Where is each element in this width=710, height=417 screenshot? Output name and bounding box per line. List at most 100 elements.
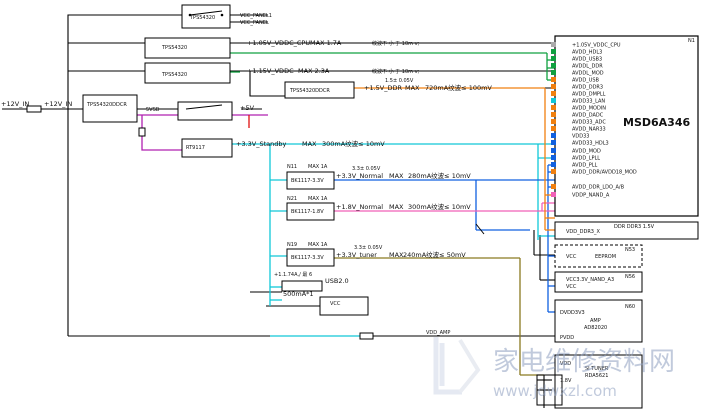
chip-pin-label: AVDDL_MOD: [572, 71, 604, 77]
chip-pin-marker: [551, 98, 556, 103]
blue-wires: [334, 164, 555, 313]
chip-pin-labels: +1.05V_VDDC_CPUAVDD_HDL3AVDD_USB3AVDDL_D…: [572, 43, 637, 199]
rail-7-tol: 3.3± 0.05V: [354, 245, 383, 251]
eeprom-ref: N53: [625, 247, 635, 253]
chip-pin-marker: [551, 162, 556, 167]
chip-pin-marker: [551, 126, 556, 131]
five-v-switch: [177, 101, 233, 121]
rail-7-ripple: 240mA纹波≤ 50mV: [403, 250, 466, 259]
watermark-text: 家电维修资料网: [493, 347, 675, 377]
vdd-amp-label: VDD_AMP: [426, 330, 450, 336]
usb-note: +1.1.74A,/ 最 6: [274, 271, 312, 278]
rail-3-tol: 1.5± 0.05V: [385, 78, 414, 84]
ldo-n11: [286, 171, 335, 190]
input-label-2: +12V_IN: [44, 100, 72, 108]
tuner-text: SI TUNER: [585, 366, 609, 372]
chip-pin-marker: [551, 133, 556, 138]
rail-7-max: MAX: [389, 251, 404, 259]
chip-pin-marker: [551, 192, 556, 197]
chip-ref: N1: [688, 38, 695, 44]
chip-pin-label: AVDD33_HDL3: [572, 141, 609, 147]
rail-2-label: +1.15V_VDDC: [247, 67, 294, 75]
chip-pin-label: AVDD_DMPLL: [572, 92, 606, 98]
chip-pin-marker: [551, 56, 556, 61]
nand-block: [554, 271, 643, 293]
reg-part-ddr: TPS54320DDCR: [289, 88, 330, 94]
chip-pin-marker: [551, 49, 556, 54]
chip-pin-label: AVDD_DDR3: [572, 85, 603, 91]
pink-wires: [334, 202, 555, 212]
vcc-panel1-label: VCC_PANEL1: [240, 13, 272, 19]
chip-pin-label: +1.05V_VDDC_CPU: [572, 43, 621, 49]
five-v-sb-label: 5VSB: [146, 107, 160, 113]
eeprom-sub: EEPROM: [595, 254, 616, 260]
chip-pin-label: AVDD_USB: [572, 78, 600, 84]
chip-pin-label: VDDP_NAND_A: [572, 193, 610, 199]
chip-pin-marker: [551, 184, 556, 189]
chip-pin-label: AVDD_DDR_LDO_A/B: [572, 185, 625, 191]
orange-wires: [354, 87, 555, 231]
chip-pin-marker: [551, 63, 556, 68]
chip-pin-label: AVDDL_DDR: [572, 64, 603, 70]
chip-pin-marker: [551, 105, 556, 110]
input-label: +12V_IN: [1, 100, 29, 108]
ldo-n19-name: N19: [287, 242, 297, 248]
reg-part-1: TPS54320: [189, 15, 215, 21]
amp-fuse: [359, 332, 374, 340]
chip-pin-label: AVDD_HDL3: [572, 50, 602, 56]
reg-part-7: BK1117-1.8V: [291, 209, 324, 215]
chip-pin-label: AVDD_NAR33: [572, 127, 606, 133]
rail-6-ripple: 300mA纹波≤ 10mV: [408, 202, 471, 211]
small-vcc-block: [319, 296, 369, 316]
input-fuse: [26, 105, 42, 113]
tuner-pin-18: 1.8V: [560, 378, 572, 384]
watermark-url: www.jdwxzl.com: [493, 382, 617, 400]
eeprom-block: [554, 244, 643, 268]
ddr-label: VDD_DDR3_X: [566, 229, 600, 235]
eeprom-vcc: VCC: [566, 254, 577, 260]
rail-2-max: MAX 2.3A: [298, 67, 330, 75]
rail-2-note: 纹波不 小 于 10m v;: [372, 68, 420, 75]
nand-sub: VCC3.3V_NAND_A3: [566, 277, 614, 283]
chip-pin-marker: [551, 148, 556, 153]
chip-pin-marker: [551, 112, 556, 117]
rail-6-max: MAX: [389, 203, 404, 211]
reg-part-6: BK1117-3.3V: [291, 178, 324, 184]
chip-pin-marker: [551, 119, 556, 124]
tuner-sub: RDA5621: [585, 373, 608, 379]
amp-pin-pvdd: PVDD: [560, 335, 574, 341]
watermark-logo: [433, 337, 481, 395]
ldo-n11-max: MAX 1A: [308, 164, 328, 170]
chip-pin-marker: [551, 140, 556, 145]
ldo-n19: [286, 248, 335, 267]
five-v-label: +5V: [240, 104, 255, 112]
tuner-block: [554, 354, 643, 409]
rail-6-label: +1.8V_Normal: [336, 203, 383, 211]
chip-pin-marker: [551, 84, 556, 89]
ddr-regulator: [284, 81, 355, 99]
resistor: [138, 127, 146, 137]
reg-part-2: TPS54320: [161, 45, 187, 51]
chip-pin-label: AVDD_PLL: [572, 163, 598, 169]
chip-pin-label: VDD33: [572, 134, 589, 140]
ddr-block: [554, 221, 699, 240]
chip-name: MSD6A346: [623, 116, 690, 129]
rail-switch: [475, 223, 485, 235]
chip-pin-label: AVDD_USB3: [572, 57, 602, 63]
vddc-cpu-regulator: [144, 37, 231, 59]
panel-switch: [181, 4, 231, 29]
amp-text: AMP: [590, 318, 601, 324]
tuner-bracket: [536, 374, 563, 406]
rail-5-tol: 3.3± 0.05V: [352, 166, 381, 172]
ldo-n21: [286, 202, 335, 221]
rail-4-ripple: 300mA纹波≤ 10mV: [322, 139, 385, 148]
small-vcc-text: VCC: [330, 301, 341, 307]
chip-pin-label: AVDD_DDR/AVDD18_MOD: [572, 170, 637, 176]
chip-pin-label: AVDD_MOD: [572, 149, 601, 155]
rail-4-label: +3.3V_Standby: [236, 140, 287, 148]
amp-ref: N60: [625, 304, 635, 310]
ddr-sub: DDR DDR3 1.5V: [614, 224, 655, 230]
rail-3-ripple: 720mA纹波≤ 100mV: [425, 83, 492, 92]
amp-pin-dvdd: DVDD3V3: [560, 310, 585, 316]
